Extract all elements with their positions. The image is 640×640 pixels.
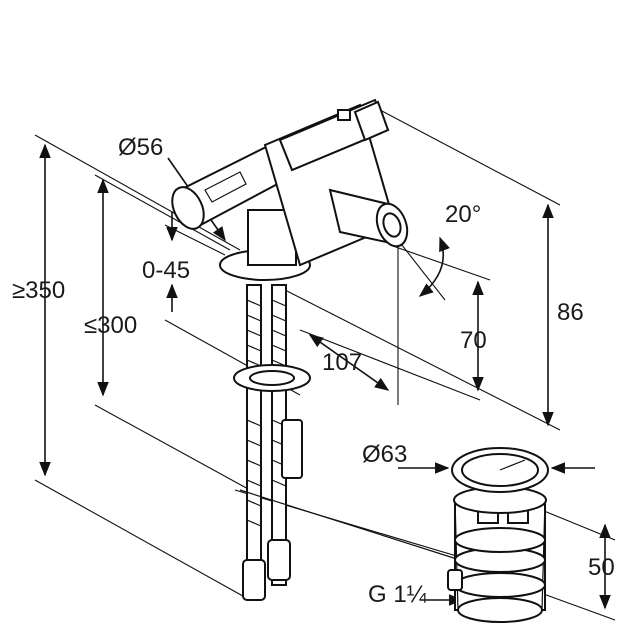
hose-end-left [242, 559, 266, 601]
label-thread: G 1¼ [368, 581, 428, 608]
dim-107-line [308, 334, 390, 391]
label-height-300: ≤300 [84, 312, 137, 339]
label-angle: 20° [445, 201, 481, 228]
waste-plug [447, 447, 549, 623]
faucet [171, 98, 461, 601]
supply-hose-left [246, 284, 262, 586]
dim-20-arc [418, 236, 450, 297]
label-diameter-56: Ø56 [118, 134, 163, 161]
dimension-labels: Ø56 ≥350 ≤300 0-45 107 20° 70 86 Ø63 50 … [12, 134, 615, 608]
fixing-bolt [281, 419, 303, 479]
label-height-350: ≥350 [12, 277, 65, 304]
label-spout-depth: 107 [322, 349, 362, 376]
control-knob [353, 100, 390, 142]
label-waste-diameter: Ø63 [362, 441, 407, 468]
label-body-height: 86 [557, 299, 584, 326]
hose-end-right [267, 539, 291, 581]
label-waste-height: 50 [588, 554, 615, 581]
label-spout-height: 70 [460, 327, 487, 354]
label-adjust-range: 0-45 [142, 257, 190, 284]
